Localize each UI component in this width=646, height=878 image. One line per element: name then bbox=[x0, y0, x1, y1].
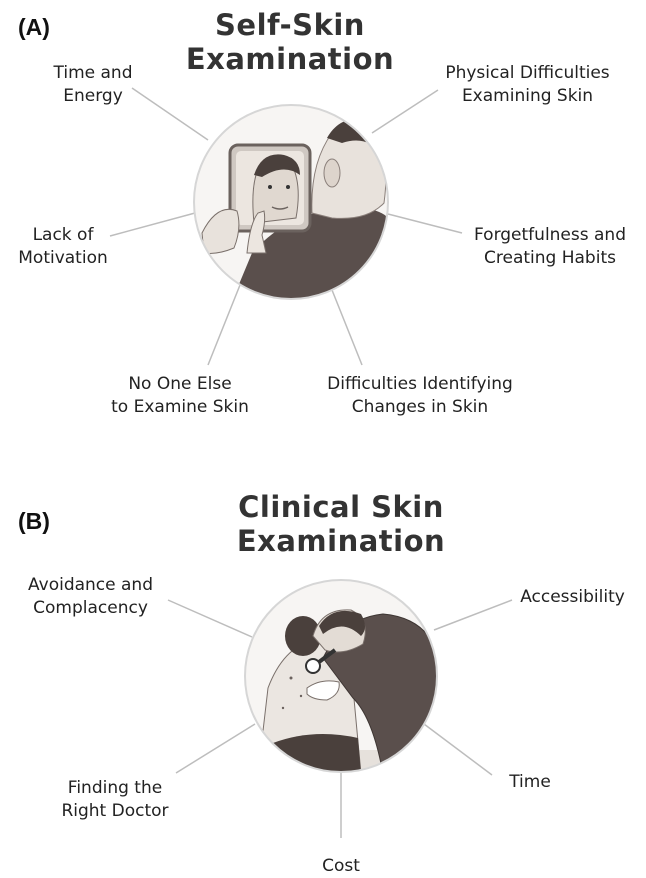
label-difficulties-identifying: Difficulties Identifying Changes in Skin bbox=[300, 373, 540, 419]
label-no-one-else: No One Else to Examine Skin bbox=[95, 373, 265, 419]
label-lack-motivation: Lack of Motivation bbox=[8, 224, 118, 270]
connector-finding-doctor bbox=[176, 724, 255, 773]
panel-b-title-line1: Clinical Skin bbox=[200, 490, 482, 524]
connector-no-one-else bbox=[208, 280, 242, 365]
label-cost: Cost bbox=[306, 855, 376, 878]
panel-a-title: Self-Skin Examination bbox=[150, 8, 430, 76]
doctor-examining-patient-back-illustration bbox=[243, 578, 439, 774]
connector-difficulties-identifying bbox=[328, 280, 362, 365]
panel-b-title-line2: Examination bbox=[200, 524, 482, 558]
panel-a-tag: (A) bbox=[18, 14, 50, 41]
label-finding-doctor: Finding the Right Doctor bbox=[40, 777, 190, 823]
panel-a-title-line1: Self-Skin bbox=[150, 8, 430, 42]
connector-forgetfulness bbox=[388, 214, 462, 233]
label-accessibility: Accessibility bbox=[505, 586, 640, 609]
label-avoidance: Avoidance and Complacency bbox=[8, 574, 173, 620]
label-physical-difficulties: Physical Difficulties Examining Skin bbox=[420, 62, 635, 108]
connector-lack-motivation bbox=[110, 213, 195, 236]
label-time-energy: Time and Energy bbox=[18, 62, 168, 108]
label-time: Time bbox=[490, 771, 570, 794]
label-forgetfulness: Forgetfulness and Creating Habits bbox=[460, 224, 640, 270]
connector-accessibility bbox=[434, 600, 512, 630]
panel-a-title-line2: Examination bbox=[150, 42, 430, 76]
panel-b-tag: (B) bbox=[18, 508, 50, 535]
man-examining-face-in-mirror-illustration bbox=[192, 103, 390, 301]
panel-b-title: Clinical Skin Examination bbox=[200, 490, 482, 558]
connector-avoidance bbox=[168, 600, 252, 637]
connector-time bbox=[424, 724, 492, 775]
